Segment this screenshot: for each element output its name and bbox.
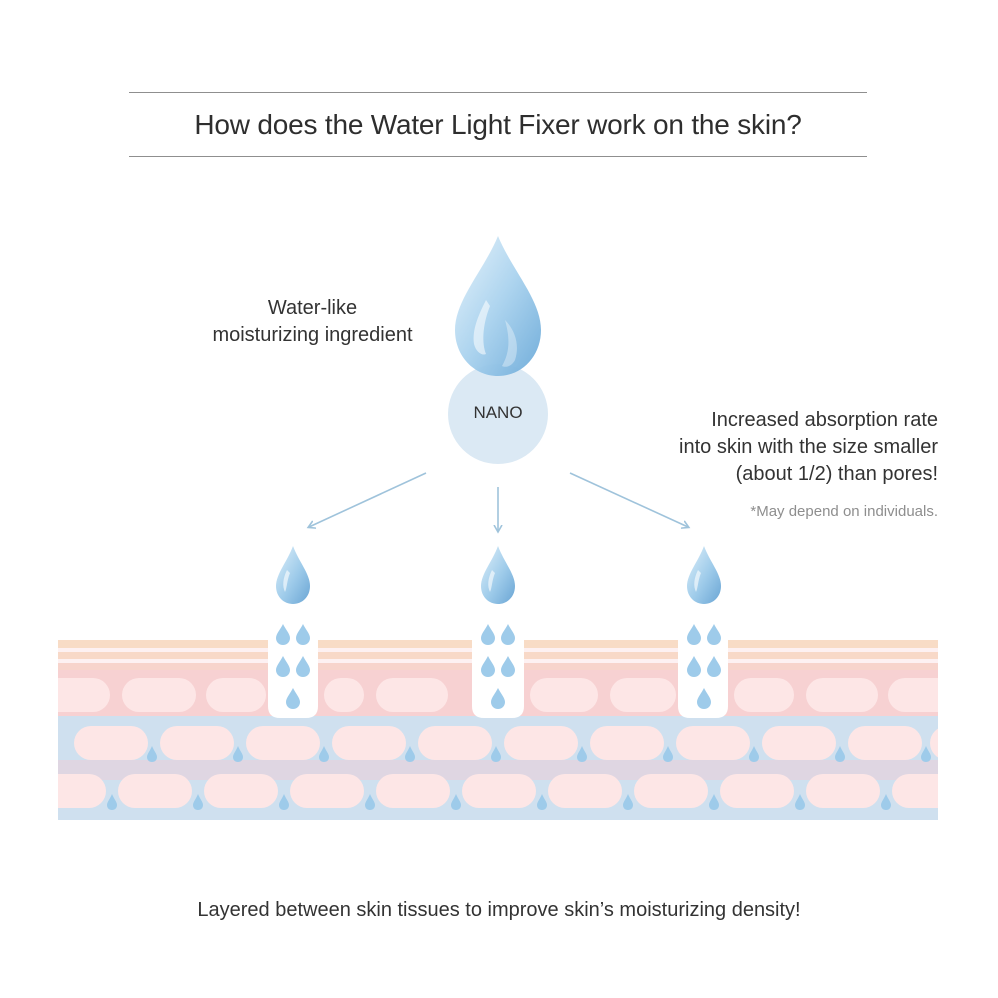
- medium-drop-center-icon: [481, 546, 515, 604]
- right-label-line2: into skin with the size smaller: [679, 436, 938, 458]
- footer-caption: Layered between skin tissues to improve …: [197, 899, 801, 921]
- nano-label: NANO: [473, 403, 523, 422]
- left-label-line1: Water-like: [267, 297, 358, 319]
- pore-center: [472, 640, 524, 718]
- right-label: Increased absorption rate into skin with…: [600, 407, 938, 488]
- right-label-line3: (about 1/2) than pores!: [735, 463, 938, 485]
- big-drop-icon: [455, 236, 541, 376]
- page-title: How does the Water Light Fixer work on t…: [194, 109, 802, 140]
- medium-drop-left-icon: [276, 546, 310, 604]
- title-rule-top: [129, 92, 867, 93]
- pore-drops: [276, 624, 721, 709]
- medium-drop-right-icon: [687, 546, 721, 604]
- nano-circle: [448, 364, 548, 464]
- arrow-right: [569, 472, 688, 527]
- arrow-left: [309, 472, 427, 527]
- title-rule-bottom: [129, 156, 867, 157]
- right-label-line1: Increased absorption rate: [711, 409, 938, 431]
- left-label-line2: moisturizing ingredient: [212, 324, 413, 346]
- pore-left: [268, 640, 318, 718]
- disclaimer-note: *May depend on individuals.: [750, 503, 938, 520]
- left-label: Water-like moisturizing ingredient: [180, 295, 445, 349]
